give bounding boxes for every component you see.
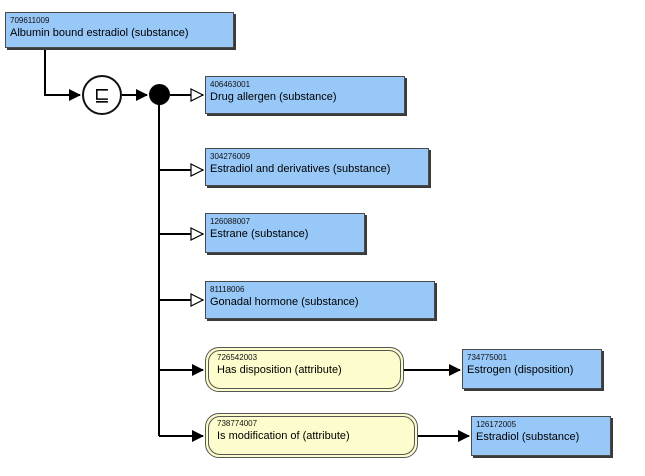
concept-term: Estrane (substance) (210, 228, 309, 240)
concept-sctid: 126172005 (476, 420, 517, 429)
parent-concept-estradiol-derivatives[interactable]: 304276009 Estradiol and derivatives (sub… (205, 148, 429, 186)
concept-sctid: 734775001 (467, 353, 508, 362)
concept-term: Estradiol and derivatives (substance) (210, 163, 391, 175)
conjunction-dot-icon (149, 84, 170, 105)
parent-concept-gonadal-hormone[interactable]: 81118006 Gonadal hormone (substance) (205, 281, 435, 319)
parent-concept-drug-allergen[interactable]: 406463001 Drug allergen (substance) (205, 76, 405, 114)
concept-sctid: 81118006 (210, 285, 245, 294)
attribute-sctid: 738774007 (217, 419, 258, 428)
focus-connector (44, 50, 81, 101)
concept-sctid: 406463001 (210, 80, 251, 89)
concept-sctid: 126088007 (210, 217, 251, 226)
attribute-inner: 726542003 Has disposition (attribute) (208, 350, 401, 389)
focus-concept[interactable]: 709611009 Albumin bound estradiol (subst… (5, 12, 234, 48)
concept-term: Estrogen (disposition) (467, 364, 574, 376)
concept-sctid: 304276009 (210, 152, 251, 161)
subsumption-symbol: ⊑ (94, 83, 110, 106)
subsumption-icon: ⊑ (82, 75, 122, 115)
attribute-has-disposition[interactable]: 726542003 Has disposition (attribute) (205, 347, 404, 392)
concept-term: Estradiol (substance) (476, 431, 580, 443)
concept-sctid: 709611009 (10, 16, 50, 25)
attribute-term: Is modification of (attribute) (217, 430, 350, 442)
parent-concept-estrane[interactable]: 126088007 Estrane (substance) (205, 213, 365, 253)
concept-term: Drug allergen (substance) (210, 91, 337, 103)
value-concept-estrogen[interactable]: 734775001 Estrogen (disposition) (462, 349, 602, 389)
concept-term: Gonadal hormone (substance) (210, 296, 359, 308)
attribute-inner: 738774007 Is modification of (attribute) (208, 416, 415, 455)
attribute-is-modification-of[interactable]: 738774007 Is modification of (attribute) (205, 413, 418, 458)
attribute-sctid: 726542003 (217, 353, 258, 362)
value-concept-estradiol[interactable]: 126172005 Estradiol (substance) (471, 416, 611, 456)
attribute-term: Has disposition (attribute) (217, 364, 342, 376)
concept-term: Albumin bound estradiol (substance) (10, 27, 189, 39)
